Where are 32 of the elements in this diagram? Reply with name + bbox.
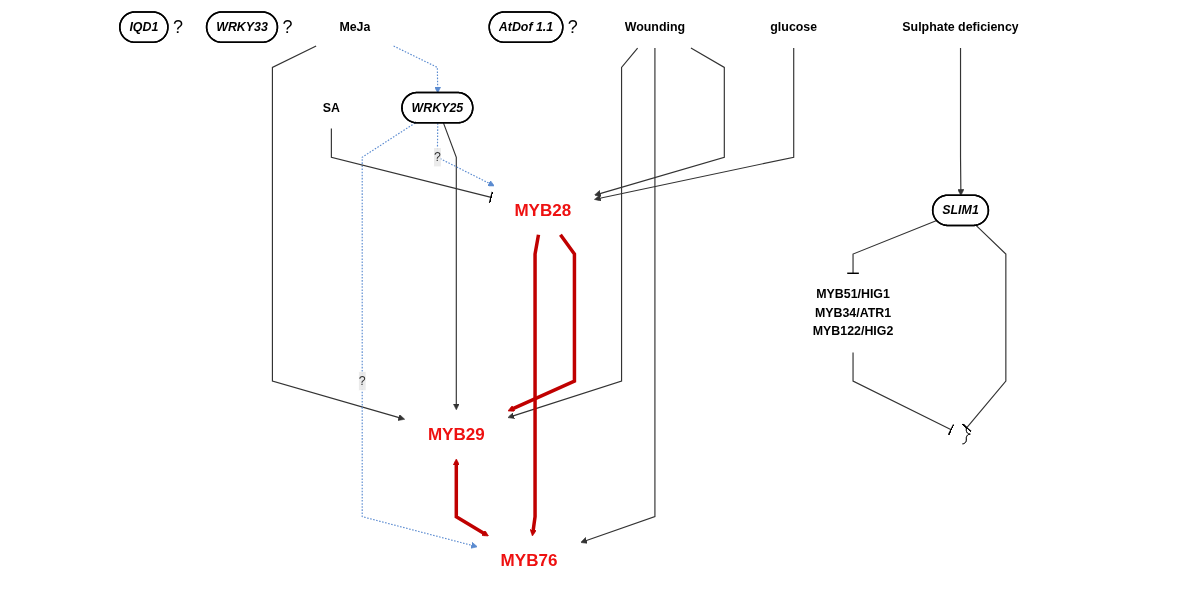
edge-label: ? (433, 150, 441, 164)
node-text: MYB76 (500, 550, 558, 571)
node-text: SA (322, 100, 340, 114)
arrow (452, 458, 489, 537)
arrow (957, 47, 965, 196)
arrow (507, 233, 577, 412)
arrow (436, 122, 495, 187)
connector (330, 128, 494, 204)
connector (846, 219, 938, 275)
question-mark: ? (567, 17, 578, 38)
arrow (580, 47, 656, 544)
arrow (271, 45, 405, 421)
question-mark: ? (172, 17, 183, 38)
node-text: Sulphate deficiency (902, 20, 1019, 34)
node-text: glucose (770, 20, 818, 34)
arrow (594, 47, 795, 202)
node-text: MYB51/HIG1 MYB34/ATR1 MYB122/HIG2 (812, 287, 894, 338)
arrow (529, 234, 541, 537)
arrow (594, 47, 725, 197)
arrow (361, 122, 478, 549)
node-bracket (962, 424, 971, 445)
node-text: MYB29 (427, 424, 485, 444)
edge-label: ? (358, 374, 366, 388)
node-text: Wounding (624, 20, 686, 34)
question-mark: ? (282, 17, 293, 38)
arrow (442, 122, 460, 411)
arrow (507, 47, 639, 419)
connector (852, 351, 955, 436)
connector (961, 224, 1007, 433)
node-text: MYB28 (514, 200, 572, 220)
arrow (393, 45, 442, 94)
node-text: MeJa (339, 20, 371, 34)
